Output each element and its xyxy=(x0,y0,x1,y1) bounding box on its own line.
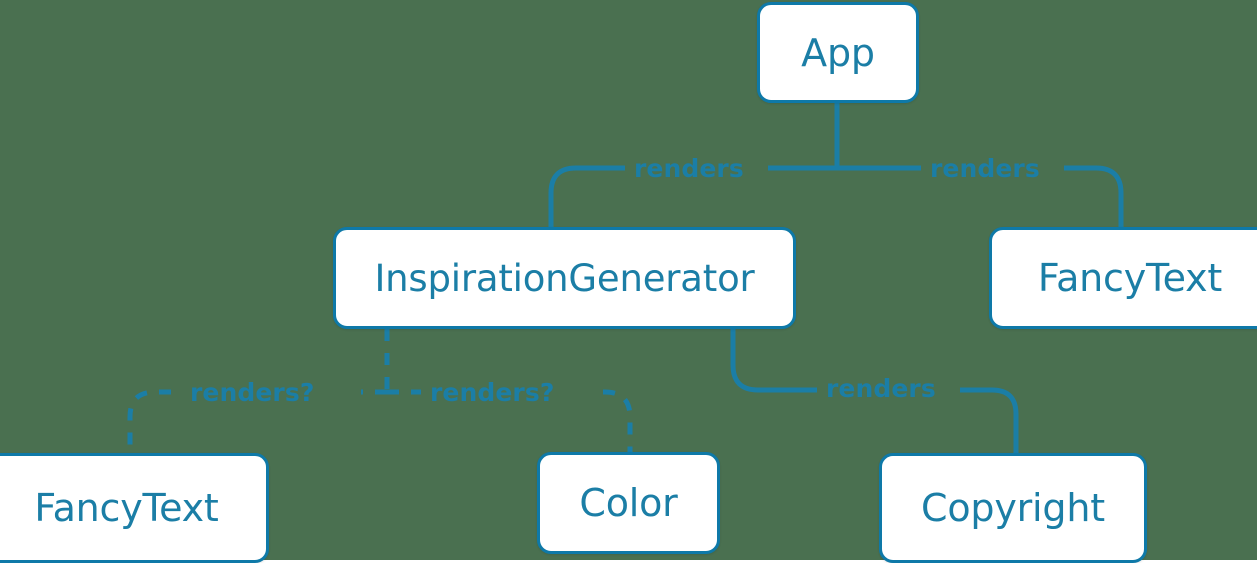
edge-app-to-inspirationgenerator xyxy=(548,165,837,228)
node-color[interactable]: Color xyxy=(537,452,720,554)
edge-app-to-fancytext-right xyxy=(837,165,1124,228)
node-inspiration-generator-label: InspirationGenerator xyxy=(374,256,755,300)
node-copyright[interactable]: Copyright xyxy=(879,453,1147,563)
edge-label-inspirationgenerator-to-copyright: renders xyxy=(826,374,936,403)
label-mask-renders-q-right xyxy=(421,374,601,410)
node-inspiration-generator[interactable]: InspirationGenerator xyxy=(333,227,796,329)
node-fancytext-right-label: FancyText xyxy=(1037,256,1223,300)
label-mask-renders-right xyxy=(921,150,1064,186)
edge-inspirationgenerator-to-fancytext-bottom-left xyxy=(127,389,387,455)
edge-label-app-to-fancytext-right: renders xyxy=(930,154,1040,183)
node-color-label: Color xyxy=(579,481,678,525)
node-fancytext-right[interactable]: FancyText xyxy=(989,227,1257,329)
edge-inspirationgenerator-to-color xyxy=(387,389,633,452)
node-app-label: App xyxy=(801,30,875,75)
label-mask-renders-q-left xyxy=(181,374,361,410)
edge-label-inspirationgenerator-to-fancytext-bottom-left: renders? xyxy=(190,378,315,407)
node-fancytext-bottom-left[interactable]: FancyText xyxy=(0,453,269,563)
node-fancytext-bottom-left-label: FancyText xyxy=(34,486,219,530)
edge-label-inspirationgenerator-to-color: renders? xyxy=(430,378,555,407)
edge-label-app-to-inspirationgenerator: renders xyxy=(634,154,744,183)
node-copyright-label: Copyright xyxy=(921,486,1105,530)
label-mask-renders-left xyxy=(625,150,768,186)
node-app[interactable]: App xyxy=(757,2,919,103)
label-mask-renders-copyright xyxy=(817,370,960,406)
